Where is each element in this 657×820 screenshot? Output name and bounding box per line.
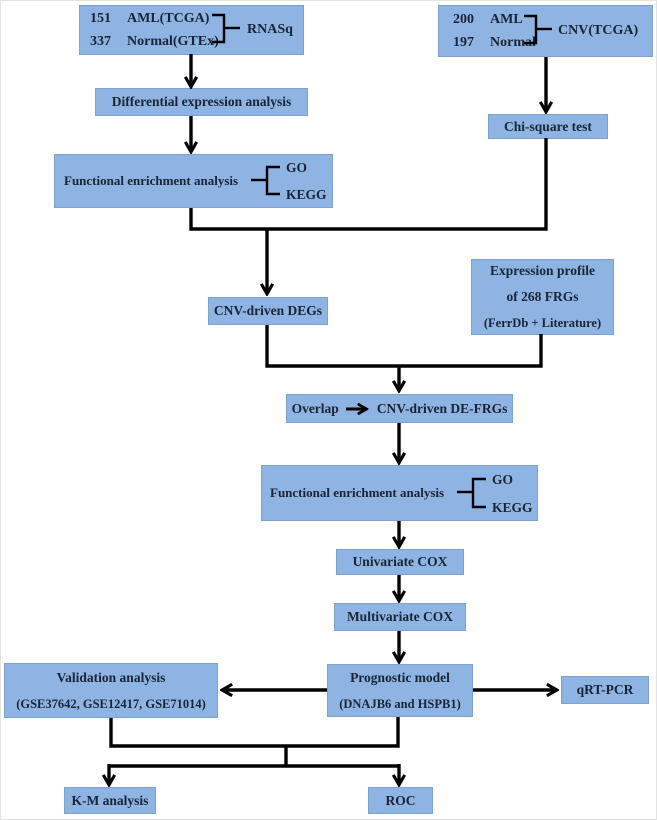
cohort-label: Normal — [490, 35, 536, 50]
node-km-analysis: K-M analysis — [64, 787, 156, 814]
node-cnv-degs-label: CNV-driven DEGs — [213, 303, 323, 318]
connector-bottom-merge — [109, 717, 400, 748]
overlap-arrow-icon — [345, 402, 372, 416]
node-cnv-cohort: 200 AML 197 Normal CNV(TCGA) — [438, 5, 653, 57]
node-diff-expr: Differential expression analysis — [95, 88, 308, 116]
node-func-enrich-2-label: Functional enrichment analysis — [270, 485, 445, 500]
node-diff-expr-label: Differential expression analysis — [111, 94, 292, 109]
cohort-count: 151 — [90, 11, 111, 26]
branch-kegg: KEGG — [286, 187, 327, 202]
cohort-count: 197 — [453, 35, 474, 50]
node-chi-square: Chi-square test — [488, 114, 608, 139]
node-univariate-cox: Univariate COX — [336, 549, 464, 575]
overlap-defrgs-label: CNV-driven DE-FRGs — [376, 400, 508, 416]
expr-profile-line: Expression profile — [490, 263, 595, 278]
validation-line: (GSE37642, GSE12417, GSE71014) — [16, 696, 206, 711]
cohort-label: Normal(GTEx) — [127, 34, 219, 49]
validation-line: Validation analysis — [56, 669, 166, 685]
cohort-row: 197 Normal — [453, 31, 536, 54]
node-qrt-pcr-label: qRT-PCR — [576, 682, 634, 697]
prognostic-line: (DNAJB6 and HSPB1) — [339, 696, 461, 711]
node-prognostic: Prognostic model (DNAJB6 and HSPB1) — [327, 664, 473, 717]
overlap-label: Overlap — [291, 400, 339, 416]
node-qrt-pcr: qRT-PCR — [561, 676, 649, 704]
branch-go: GO — [286, 160, 308, 175]
branch-go: GO — [492, 472, 514, 487]
expr-profile-line: (FerrDb + Literature) — [483, 316, 602, 330]
cohort-rows: 200 AML 197 Normal — [453, 8, 536, 54]
branch-kegg: KEGG — [492, 500, 533, 515]
prognostic-line: Prognostic model — [350, 669, 450, 685]
node-func-enrich-2: Functional enrichment analysis GO KEGG — [261, 465, 538, 521]
cohort-count: 337 — [90, 34, 111, 49]
node-cnv-degs: CNV-driven DEGs — [208, 297, 328, 325]
node-roc: ROC — [368, 787, 433, 814]
cohort-rows: 151 AML(TCGA) 337 Normal(GTEx) — [90, 7, 219, 53]
cohort-tag-rnaseq: RNASq — [247, 22, 293, 37]
cohort-row: 200 AML — [453, 8, 536, 31]
cohort-count: 200 — [453, 12, 474, 27]
node-roc-label: ROC — [385, 792, 416, 808]
cohort-label: AML — [490, 12, 523, 27]
node-func-enrich-1-label: Functional enrichment analysis — [64, 173, 239, 188]
node-overlap: Overlap CNV-driven DE-FRGs — [286, 394, 513, 423]
cohort-row: 151 AML(TCGA) — [90, 7, 219, 30]
node-multivariate-cox-label: Multivariate COX — [346, 609, 454, 624]
node-func-enrich-1: Functional enrichment analysis GO KEGG — [54, 154, 333, 208]
node-chi-square-label: Chi-square test — [504, 118, 592, 134]
node-rnaseq-cohort: 151 AML(TCGA) 337 Normal(GTEx) RNASq — [79, 5, 304, 55]
cohort-label: AML(TCGA) — [127, 11, 210, 26]
cohort-row: 337 Normal(GTEx) — [90, 30, 219, 53]
node-univariate-cox-label: Univariate COX — [352, 554, 448, 569]
expr-profile-line: of 268 FRGs — [506, 289, 579, 304]
node-multivariate-cox: Multivariate COX — [334, 603, 466, 631]
node-expr-profile: Expression profile of 268 FRGs (FerrDb +… — [471, 259, 614, 335]
node-validation: Validation analysis (GSE37642, GSE12417,… — [4, 663, 218, 718]
node-km-analysis-label: K-M analysis — [71, 792, 149, 808]
cohort-tag-cnv: CNV(TCGA) — [558, 23, 639, 38]
